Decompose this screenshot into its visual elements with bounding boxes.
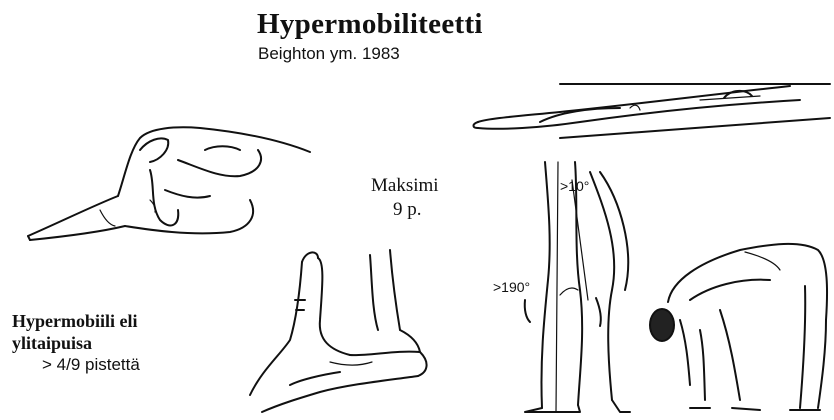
forward-bend-illustration xyxy=(650,244,827,410)
thumb-to-forearm-illustration xyxy=(28,127,310,240)
knee-hyperextension-illustration xyxy=(525,162,630,412)
finger-hyperextension-illustration xyxy=(250,250,427,412)
elbow-hyperextension-illustration xyxy=(474,84,831,138)
